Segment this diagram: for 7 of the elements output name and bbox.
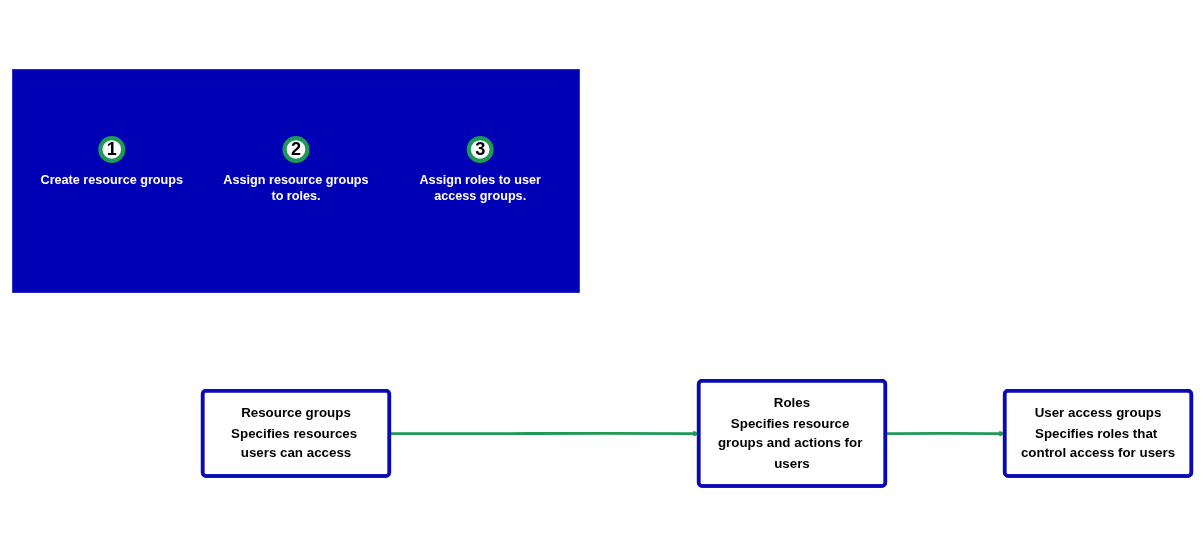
step-caption: Create resource groups: [40, 173, 183, 188]
cluster: [11, 69, 580, 293]
step-caption: Assign roles to user access groups.: [419, 173, 541, 204]
step-caption: Assign resource groups to roles.: [222, 173, 369, 204]
node-circle: 2: [282, 136, 309, 164]
node-circle: 3: [466, 136, 494, 164]
node-circle: 1: [97, 136, 125, 164]
